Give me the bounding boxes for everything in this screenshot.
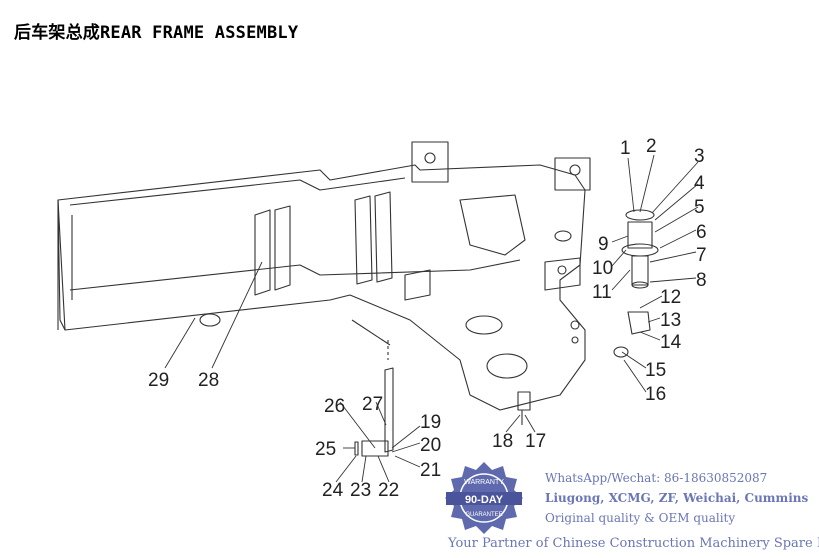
callout-10: 10 xyxy=(592,258,613,279)
callout-29: 29 xyxy=(148,370,169,391)
callout-1: 1 xyxy=(620,138,631,159)
watermark-contact: WhatsApp/Wechat: 86-18630852087 xyxy=(545,471,768,485)
callout-3: 3 xyxy=(694,146,705,167)
warranty-badge-icon: WARRANTY 90-DAY GUARANTEE xyxy=(445,462,523,534)
callout-19: 19 xyxy=(420,412,441,433)
callout-9: 9 xyxy=(598,234,609,255)
page-title: 后车架总成REAR FRAME ASSEMBLY xyxy=(14,23,299,43)
callout-16: 16 xyxy=(645,384,666,405)
callout-8: 8 xyxy=(696,270,707,291)
callout-12: 12 xyxy=(660,287,681,308)
callout-11: 11 xyxy=(592,282,612,303)
callout-28: 28 xyxy=(198,370,219,391)
callout-23: 23 xyxy=(350,480,371,501)
callout-15: 15 xyxy=(645,360,666,381)
callout-24: 24 xyxy=(322,480,344,501)
badge-main-text: 90-DAY xyxy=(465,494,504,506)
callout-4: 4 xyxy=(694,173,705,194)
callout-7: 7 xyxy=(696,245,707,266)
callout-25: 25 xyxy=(315,439,336,460)
callout-18: 18 xyxy=(492,431,513,452)
watermark-brands: Liugong, XCMG, ZF, Weichai, Cummins xyxy=(545,491,809,505)
badge-bottom-text: GUARANTEE xyxy=(465,512,502,518)
callout-21: 21 xyxy=(420,460,441,481)
callout-5: 5 xyxy=(694,197,705,218)
callout-13: 13 xyxy=(660,310,681,331)
callout-26: 26 xyxy=(324,396,345,417)
watermark-tagline: Your Partner of Chinese Construction Mac… xyxy=(448,536,819,551)
callout-22: 22 xyxy=(378,480,399,501)
watermark-quality: Original quality & OEM quality xyxy=(545,511,736,525)
callout-27: 27 xyxy=(362,394,383,415)
callout-20: 20 xyxy=(420,435,441,456)
badge-top-text: WARRANTY xyxy=(464,479,504,486)
callout-17: 17 xyxy=(525,431,546,452)
callout-6: 6 xyxy=(696,222,707,243)
callout-2: 2 xyxy=(646,136,657,157)
callout-14: 14 xyxy=(660,332,682,353)
